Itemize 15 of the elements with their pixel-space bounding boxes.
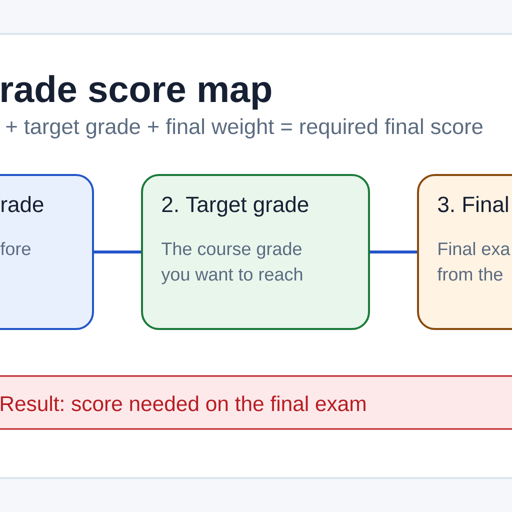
step-heading: 3. Final (438, 196, 508, 212)
result-band (0, 375, 512, 430)
connector-line (370, 250, 417, 254)
subtitle: + target grade + final weight = required final score (6, 118, 482, 138)
step-box (0, 174, 94, 330)
title: rade score map (2, 75, 272, 110)
step-description: fore (0, 242, 30, 256)
step-box (417, 174, 512, 330)
result-text: Result: score needed on the final exam (0, 396, 366, 412)
step-heading: rade (2, 196, 44, 212)
connector-line (94, 250, 141, 254)
step-box (141, 174, 370, 330)
step-description: The course grade you want to reach (161, 242, 302, 284)
step-description: Final exa from the (437, 242, 510, 281)
step-heading: 2. Target grade (162, 196, 308, 217)
